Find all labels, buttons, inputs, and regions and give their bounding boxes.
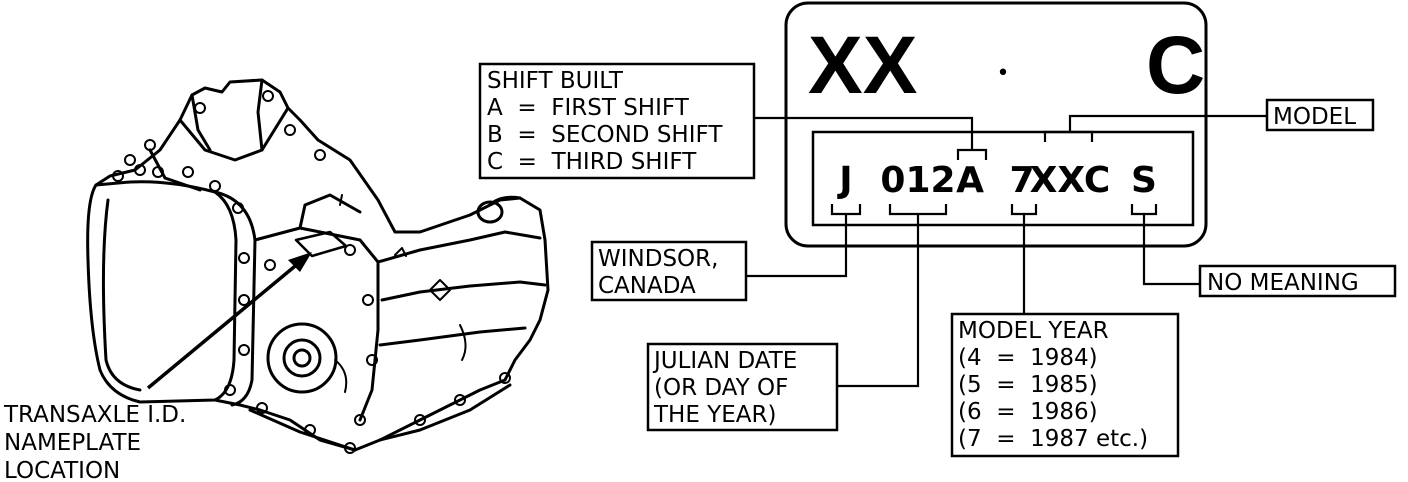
model-callout: MODEL <box>1265 98 1375 132</box>
no-meaning-label: NO MEANING <box>1207 270 1359 296</box>
plate-code-shift: A <box>956 160 984 201</box>
transaxle-illustration <box>86 78 550 454</box>
nameplate-caption-line-3: LOCATION <box>4 458 120 482</box>
plant-leader <box>746 214 848 278</box>
plate-code-box <box>811 130 1195 227</box>
julian-date-callout: JULIAN DATE (OR DAY OF THE YEAR) <box>646 342 839 432</box>
julian-date-line-3: THE YEAR) <box>653 402 776 428</box>
julian-date-line-2: (OR DAY OF <box>654 375 788 401</box>
model-leader <box>1068 114 1267 132</box>
model-year-6: (6 = 1986) <box>958 399 1098 425</box>
model-year-callout: MODEL YEAR (4 = 1984) (5 = 1985) (6 = 19… <box>950 312 1180 458</box>
nameplate-pointer-arrow <box>146 252 312 390</box>
shift-built-b: B = SECOND SHIFT <box>487 122 723 148</box>
suffix-leader <box>1142 214 1200 286</box>
nameplate-location-caption: TRANSAXLE I.D. NAMEPLATE LOCATION <box>3 402 186 482</box>
shift-built-callout: SHIFT BUILT A = FIRST SHIFT B = SECOND S… <box>478 62 756 180</box>
plate-code-plant: J <box>836 160 852 201</box>
leader-lines <box>746 114 1267 388</box>
shift-built-c: C = THIRD SHIFT <box>487 149 697 175</box>
model-year-5: (5 = 1985) <box>958 372 1098 398</box>
plate-separator-dot: • <box>997 61 1010 86</box>
plate-top-left-code: XX <box>808 20 917 111</box>
plate-code-year: 7 <box>1009 160 1034 201</box>
model-year-title: MODEL YEAR <box>958 318 1109 344</box>
model-bracket <box>1043 130 1094 142</box>
plate-code-suffix: S <box>1131 160 1157 201</box>
model-year-7: (7 = 1987 etc.) <box>958 426 1148 452</box>
plate-code-julian: 012 <box>880 160 955 201</box>
julian-leader <box>837 214 920 388</box>
model-label: MODEL <box>1273 104 1356 130</box>
shift-leader <box>754 116 974 150</box>
shift-built-title: SHIFT BUILT <box>487 68 624 94</box>
windsor-callout: WINDSOR, CANADA <box>590 240 748 302</box>
model-year-4: (4 = 1984) <box>958 345 1098 371</box>
id-nameplate: XX • C J 012 A 7 XXC S <box>784 1 1208 248</box>
nameplate-caption-line-1: TRANSAXLE I.D. <box>3 402 186 428</box>
windsor-line-2: CANADA <box>598 273 696 299</box>
julian-date-line-1: JULIAN DATE <box>652 348 797 374</box>
plate-code-model: XXC <box>1030 160 1111 201</box>
shift-built-a: A = FIRST SHIFT <box>487 95 690 121</box>
windsor-line-1: WINDSOR, <box>598 246 718 272</box>
plate-top-right-code: C <box>1146 20 1205 111</box>
no-meaning-callout: NO MEANING <box>1198 264 1397 298</box>
nameplate-caption-line-2: NAMEPLATE <box>4 430 141 456</box>
